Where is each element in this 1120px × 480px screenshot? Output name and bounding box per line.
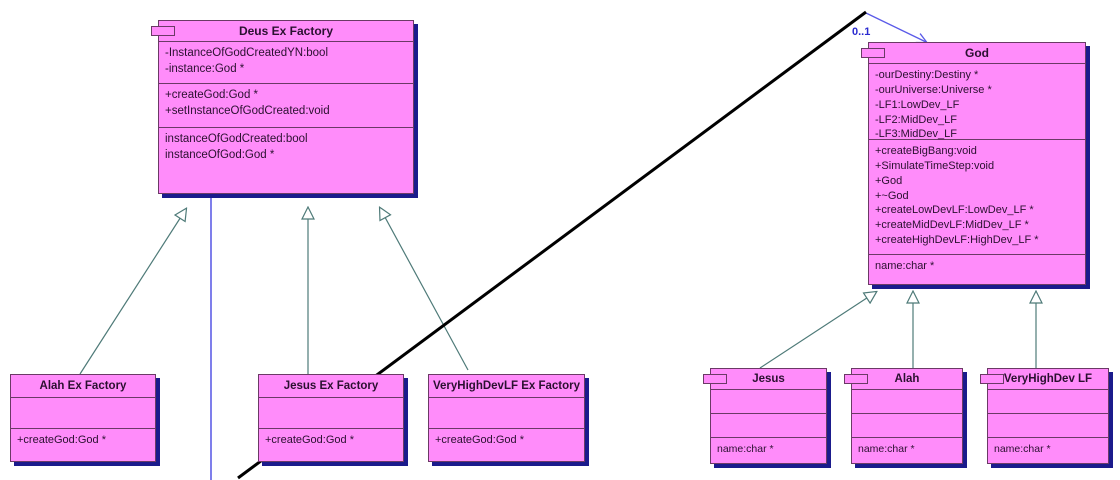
class-title: Deus Ex Factory [238,24,334,38]
operation-row: +createGod:God * [265,434,354,446]
attributes-compartment [711,389,826,413]
inheritance-alahfac-to-deus [79,209,186,375]
operation-row: +setInstanceOfGodCreated:void [165,104,330,117]
operations-compartment [711,413,826,437]
extra-row: name:char * [717,443,774,455]
operations-compartment [852,413,962,437]
operation-row: +~God [875,189,909,202]
class-god[interactable]: God -ourDestiny:Destiny * -ourUniverse:U… [861,42,1086,285]
class-veryhighdevlf-ex-factory[interactable]: VeryHighDevLF Ex Factory +createGod:God … [428,374,585,462]
extra-compartment: name:char * [869,254,1085,284]
class-title: Alah [894,373,920,385]
class-title: God [965,46,989,60]
attributes-compartment [11,397,155,428]
class-deus-ex-factory[interactable]: Deus Ex Factory -InstanceOfGodCreatedYN:… [151,20,414,194]
attribute-row: -LF3:MidDev_LF [875,128,957,141]
class-tab-icon [844,374,868,384]
attributes-compartment [852,389,962,413]
attribute-row: -LF2:MidDev_LF [875,113,957,126]
operation-row: +createGod:God * [165,89,259,101]
inheritance-vhfac-to-deus [380,208,469,371]
class-tab-icon [980,374,1004,384]
attributes-compartment: -InstanceOfGodCreatedYN:bool -instance:G… [159,41,413,83]
multiplicity-label-0-1: 0..1 [852,26,871,38]
attribute-row: -InstanceOfGodCreatedYN:bool [165,47,329,59]
class-tab-icon [703,374,727,384]
attribute-row: -instance:God * [165,62,245,75]
operation-row: +createMidDevLF:MidDev_LF * [875,219,1029,232]
operations-compartment: +createGod:God * +setInstanceOfGodCreate… [159,83,413,127]
attributes-compartment [429,397,584,428]
attribute-row: -ourUniverse:Universe * [875,83,992,96]
class-title: VeryHighDevLF Ex Factory [433,380,580,392]
attributes-compartment [988,389,1108,413]
attribute-row: -ourDestiny:Destiny * [875,69,979,81]
extra-compartment: name:char * [852,437,962,461]
operations-compartment: +createBigBang:void +SimulateTimeStep:vo… [869,139,1085,254]
operations-compartment [988,413,1108,437]
extra-compartment: name:char * [988,437,1108,461]
operation-row: +SimulateTimeStep:void [875,159,995,172]
attribute-row: -LF1:LowDev_LF [875,98,960,111]
operation-row: +createBigBang:void [875,145,977,157]
extra-row: instanceOfGod:God * [165,148,275,161]
extra-compartment: name:char * [711,437,826,461]
class-title: VeryHighDev LF [1003,373,1093,385]
inheritance-jesus-to-god [759,292,876,369]
operation-row: +God [875,174,903,187]
class-title: Jesus Ex Factory [283,380,379,392]
extra-compartment: instanceOfGodCreated:bool instanceOfGod:… [159,127,413,175]
extra-row: instanceOfGodCreated:bool [165,133,308,145]
operation-row: +createHighDevLF:HighDev_LF * [875,234,1039,247]
class-alah[interactable]: Alah name:char * [844,368,963,464]
operation-row: +createGod:God * [17,434,106,446]
operations-compartment: +createGod:God * [11,428,155,459]
extra-row: name:char * [858,443,915,455]
attributes-compartment [259,397,403,428]
operation-row: +createGod:God * [435,434,524,446]
class-veryhighdev-lf[interactable]: VeryHighDev LF name:char * [980,368,1109,464]
class-jesus[interactable]: Jesus name:char * [703,368,827,464]
class-title: Alah Ex Factory [39,380,127,392]
operations-compartment: +createGod:God * [259,428,403,459]
class-tab-icon [861,48,885,58]
attributes-compartment: -ourDestiny:Destiny * -ourUniverse:Unive… [869,63,1085,141]
class-title: Jesus [752,373,785,385]
class-tab-icon [151,26,175,36]
extra-row: name:char * [994,443,1051,455]
operations-compartment: +createGod:God * [429,428,584,459]
operation-row: +createLowDevLF:LowDev_LF * [875,204,1034,217]
class-jesus-ex-factory[interactable]: Jesus Ex Factory +createGod:God * [258,374,404,462]
class-alah-ex-factory[interactable]: Alah Ex Factory +createGod:God * [10,374,156,462]
extra-row: name:char * [875,260,935,272]
association-arrow-to-god [865,12,926,42]
